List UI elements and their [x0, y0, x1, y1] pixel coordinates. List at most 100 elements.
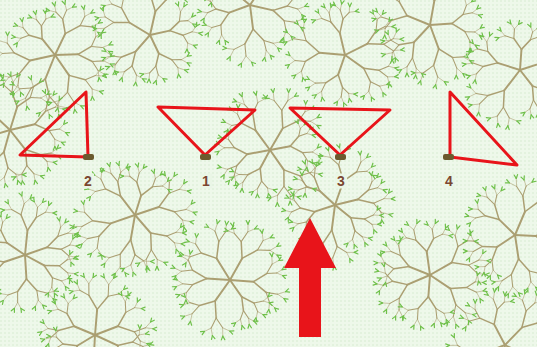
- leaf: [286, 54, 290, 55]
- tree-branch: [449, 345, 457, 346]
- tree-branch: [219, 35, 221, 41]
- tree-branch: [399, 42, 414, 45]
- tree-branch: [266, 292, 269, 302]
- tree-branch: [181, 56, 187, 59]
- tree-branch: [67, 7, 73, 10]
- leaf: [523, 112, 525, 116]
- tree-branch: [427, 239, 434, 252]
- tree-branch: [103, 11, 105, 17]
- tree-branch: [380, 86, 383, 93]
- leaf: [291, 192, 294, 195]
- leaf: [498, 275, 502, 276]
- leaf: [482, 249, 483, 253]
- tree-branch: [229, 5, 250, 13]
- leaf: [407, 73, 409, 77]
- leaf: [318, 160, 320, 164]
- leaf: [196, 22, 198, 26]
- leaf: [477, 5, 478, 9]
- tree-branch: [46, 205, 49, 212]
- tree-branch: [137, 173, 139, 182]
- leaf: [102, 29, 104, 32]
- tree-branch: [170, 31, 183, 36]
- leaf: [486, 273, 490, 274]
- leaf: [395, 75, 398, 77]
- tree-branch: [151, 250, 157, 260]
- leaf: [69, 250, 70, 254]
- tree-branch: [267, 188, 269, 194]
- leaf: [187, 53, 189, 56]
- tree-branch: [1, 294, 8, 295]
- tree-branch: [303, 22, 304, 29]
- leaf: [378, 278, 381, 281]
- tree-branch: [335, 199, 358, 205]
- tree-branch: [299, 128, 301, 136]
- tree-branch: [55, 139, 62, 142]
- tree-branch: [124, 265, 131, 268]
- tree-branch: [37, 290, 38, 300]
- leaf: [183, 3, 185, 7]
- tree-branch: [485, 260, 492, 266]
- tree-branch: [59, 260, 67, 266]
- leaf: [371, 97, 374, 99]
- tree-branch: [4, 209, 11, 210]
- tree-branch: [4, 130, 10, 152]
- tree-branch: [143, 345, 150, 347]
- tree-branch: [428, 297, 435, 309]
- tree-branch: [341, 97, 343, 103]
- tree-branch: [4, 177, 5, 183]
- tree-branch: [400, 255, 409, 266]
- tree-branch: [55, 53, 78, 56]
- tree-branch: [108, 285, 110, 297]
- leaf: [508, 126, 509, 130]
- leaf: [463, 241, 467, 243]
- tree-branch: [338, 55, 345, 75]
- tree-branch: [131, 265, 133, 272]
- tree-branch: [67, 254, 70, 260]
- leaf: [126, 167, 129, 170]
- tree-branch: [509, 118, 517, 121]
- tree-branch: [322, 83, 326, 92]
- tree-branch: [529, 271, 537, 274]
- tree-branch: [474, 241, 483, 246]
- tree-branch: [179, 20, 187, 22]
- tree-branch: [215, 224, 217, 231]
- tree-branch: [122, 295, 126, 302]
- tree-branch: [0, 262, 4, 272]
- tree-branch: [156, 54, 159, 67]
- leaf: [175, 3, 178, 6]
- tree-branch: [377, 12, 382, 17]
- tree-branch: [466, 2, 471, 6]
- tree-branch: [337, 246, 346, 252]
- tree-branch: [437, 318, 441, 323]
- tree-branch: [183, 220, 191, 222]
- tree-branch: [13, 77, 17, 82]
- tree-branch: [373, 214, 380, 215]
- tree-branch: [266, 292, 278, 294]
- tree-branch: [189, 242, 195, 244]
- tree-branch: [235, 319, 240, 322]
- tree-branch: [12, 82, 13, 92]
- leaf: [55, 288, 58, 291]
- tree-branch: [414, 230, 416, 241]
- tree-branch: [358, 199, 374, 203]
- tree-branch: [80, 16, 85, 25]
- tree-branch: [381, 256, 385, 263]
- leaf: [176, 249, 179, 252]
- tree-branch: [332, 205, 335, 230]
- leaf: [354, 93, 358, 94]
- leaf: [122, 268, 124, 271]
- leaf: [0, 288, 1, 290]
- tree-branch: [99, 223, 111, 236]
- tree-branch: [479, 259, 487, 261]
- tree-branch: [19, 61, 30, 74]
- tree-branch: [374, 199, 384, 204]
- tree-branch: [499, 281, 503, 287]
- leaf: [399, 70, 401, 73]
- tree-branch: [178, 6, 180, 12]
- tree-branch: [479, 266, 485, 267]
- leaf: [433, 85, 435, 88]
- tree-branch: [514, 38, 522, 49]
- tree-branch: [307, 134, 312, 135]
- tree-branch: [207, 9, 215, 13]
